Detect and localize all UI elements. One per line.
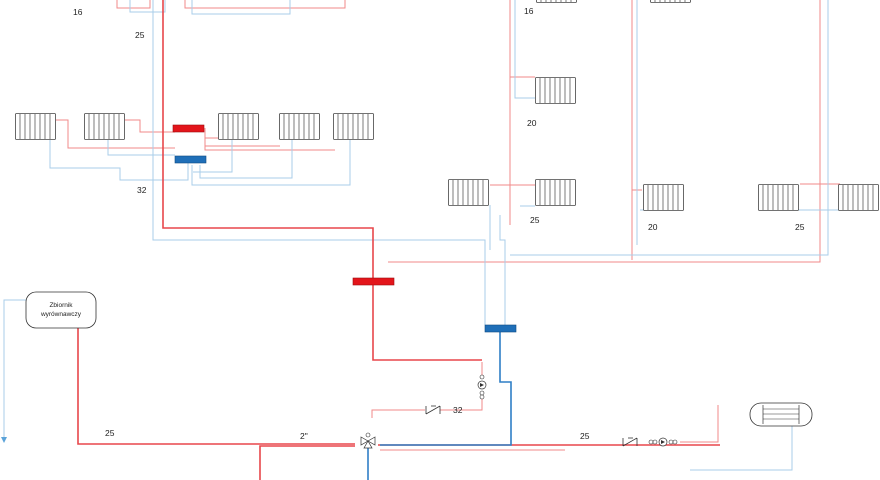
radiator — [448, 179, 489, 206]
pipe-label: 20 — [648, 222, 658, 232]
radiator — [333, 113, 374, 140]
mixing-valve-icon — [360, 432, 376, 449]
radiator — [279, 113, 320, 140]
radiator — [650, 0, 691, 3]
expansion-tank: Zbiornik wyrównawczy — [25, 291, 97, 329]
pump-right-icon — [648, 437, 678, 447]
pipe-label: 25 — [135, 30, 145, 40]
check-valve-right-icon — [622, 437, 638, 447]
vent-arrow-icon — [1, 437, 7, 443]
heat-exchanger — [749, 402, 813, 427]
pipe-label: 32 — [453, 405, 463, 415]
main-return-pipe — [367, 332, 512, 480]
radiators — [15, 0, 879, 211]
manifold-return-main — [484, 324, 517, 333]
distribution-pipes-supply — [56, 0, 840, 451]
radiator — [536, 0, 577, 3]
pipe-size-labels: 16 25 16 20 32 25 20 25 25 2" 32 25 — [73, 6, 805, 441]
pipe-label: 16 — [73, 7, 83, 17]
manifold-return-small — [174, 155, 207, 164]
pipe-label: 32 — [137, 185, 147, 195]
tank-label-line2: wyrównawczy — [40, 311, 82, 318]
radiator — [643, 184, 684, 211]
check-valve-icon — [425, 405, 441, 415]
pipe-label: 25 — [795, 222, 805, 232]
radiator — [15, 113, 56, 140]
radiator — [218, 113, 259, 140]
pipe-label: 20 — [527, 118, 537, 128]
radiator — [535, 77, 576, 104]
pump-icon — [477, 374, 487, 400]
radiator — [535, 179, 576, 206]
distribution-pipes-return — [3, 0, 840, 471]
radiator — [758, 184, 799, 211]
tank-label-line1: Zbiornik — [49, 302, 73, 309]
manifold-supply-main — [352, 277, 395, 286]
pipe-label: 25 — [530, 215, 540, 225]
pipe-label: 25 — [105, 428, 115, 438]
pipe-label: 2" — [300, 431, 308, 441]
pipe-label: 25 — [580, 431, 590, 441]
manifold-supply-small — [172, 124, 205, 133]
radiator — [84, 113, 125, 140]
radiator — [838, 184, 879, 211]
pipe-label: 16 — [524, 6, 534, 16]
